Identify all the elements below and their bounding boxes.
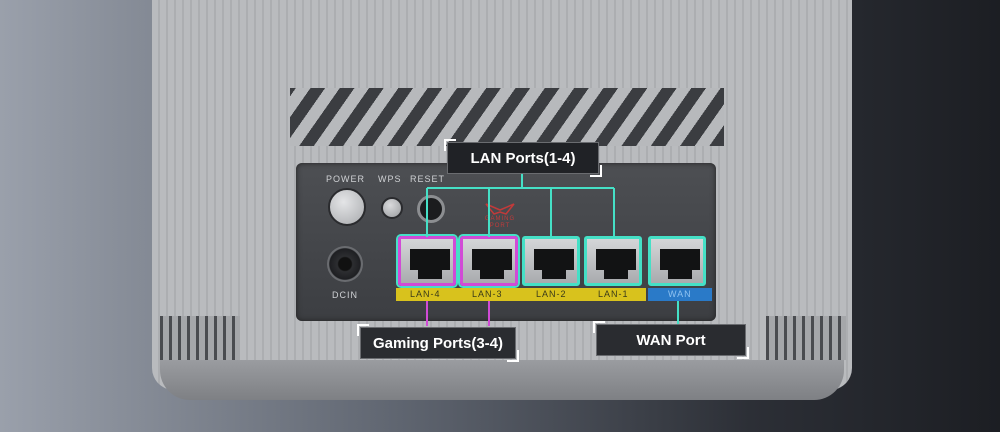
port-label-lan-3: LAN-3 (472, 289, 503, 299)
gaming-port-logo-text: GAMING PORT (484, 216, 516, 229)
power-label: POWER (326, 174, 366, 184)
gaming-ports-callout: Gaming Ports(3-4) (357, 324, 519, 362)
wps-label: WPS (378, 174, 402, 184)
port-label-wan: WAN (668, 289, 692, 299)
lan-ports-callout: LAN Ports(1-4) (444, 139, 602, 177)
reset-label: RESET (410, 174, 446, 184)
rog-logo-icon (480, 200, 520, 230)
port-label-lan-4: LAN-4 (410, 289, 441, 299)
router-base (160, 360, 844, 400)
power-button (328, 188, 366, 226)
port-lan-3 (460, 236, 518, 286)
port-label-lan-2: LAN-2 (536, 289, 567, 299)
port-label-strip (396, 288, 712, 301)
top-vent-grille (290, 88, 724, 146)
port-lan-2 (522, 236, 580, 286)
wan-port-callout: WAN Port (593, 321, 749, 359)
wps-button (381, 197, 403, 219)
wan-label-strip (648, 288, 712, 301)
port-label-lan-1: LAN-1 (598, 289, 629, 299)
port-wan (648, 236, 706, 286)
port-lan-4 (398, 236, 456, 286)
dc-in-jack (327, 246, 363, 282)
dcin-label: DCIN (332, 290, 358, 300)
side-vent-right (766, 316, 846, 360)
lan-label-strip (396, 288, 646, 301)
port-lan-1 (584, 236, 642, 286)
reset-button (417, 195, 445, 223)
side-vent-left (160, 316, 240, 360)
